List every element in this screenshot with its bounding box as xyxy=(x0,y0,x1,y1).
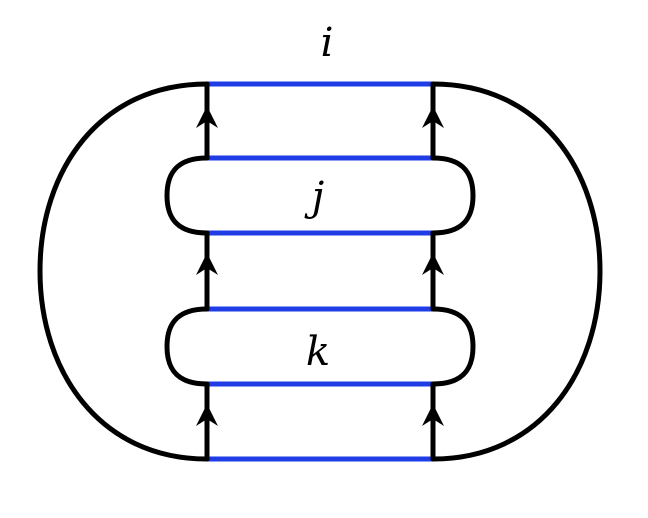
outer-right-arc xyxy=(430,81,603,462)
loop-k-right-cap xyxy=(430,306,476,387)
arrowheads xyxy=(196,106,444,426)
arrow-up-icon xyxy=(196,253,218,275)
rungs xyxy=(207,81,433,462)
loop-j-right-cap xyxy=(430,155,476,236)
arrow-up-icon xyxy=(422,253,444,275)
label-j: j xyxy=(304,174,324,220)
strands xyxy=(37,81,603,462)
arrow-up-icon xyxy=(422,106,444,128)
loop-k-left-cap xyxy=(164,306,210,387)
arrow-up-icon xyxy=(422,404,444,426)
label-i: i xyxy=(321,20,334,66)
outer-left-arc xyxy=(37,81,210,462)
label-k: k xyxy=(306,329,330,375)
arrow-up-icon xyxy=(196,404,218,426)
loop-j-left-cap xyxy=(164,155,210,236)
arrow-up-icon xyxy=(196,106,218,128)
